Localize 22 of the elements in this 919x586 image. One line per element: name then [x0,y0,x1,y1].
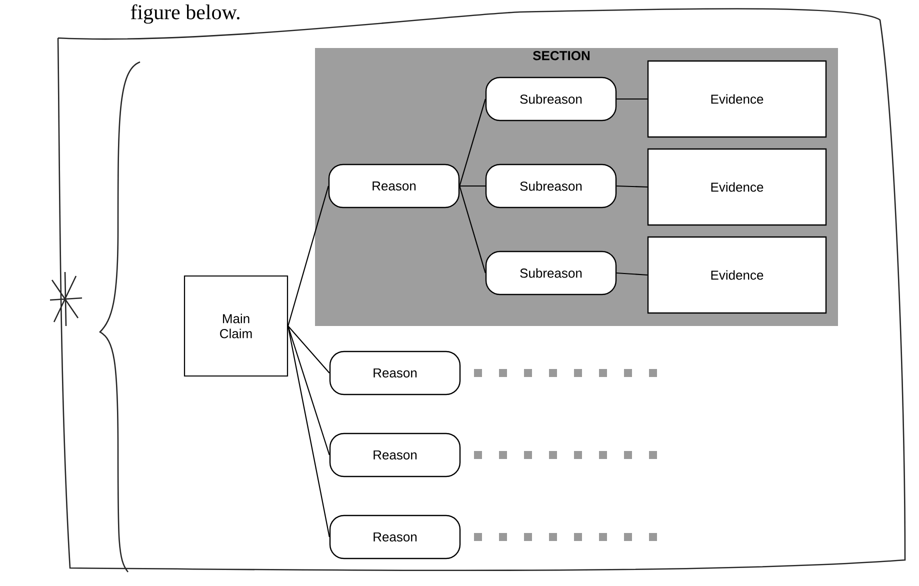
claim-box: Main Claim [184,275,288,377]
connector-line [616,98,648,100]
connector-line [459,186,486,274]
evidence-box: Evidence [647,236,827,314]
connector-line [616,185,648,188]
reason-pill: Reason [329,350,461,396]
connector-line [460,185,486,187]
caption-text: figure below. [130,4,240,24]
evidence-box: Evidence [647,60,827,138]
reason-pill: Subreason [485,76,617,122]
evidence-box: Evidence [647,148,827,226]
connector-line [616,272,648,276]
reason-pill: Subreason [485,164,617,208]
connector-line [288,186,329,326]
connector-line [288,326,330,538]
connector-line [288,326,330,374]
reason-pill: Subreason [485,250,617,296]
reason-pill: Reason [328,164,460,208]
reason-pill: Reason [329,432,461,478]
connector-line [459,98,486,186]
reason-pill: Reason [329,514,461,560]
connector-line [288,326,330,456]
